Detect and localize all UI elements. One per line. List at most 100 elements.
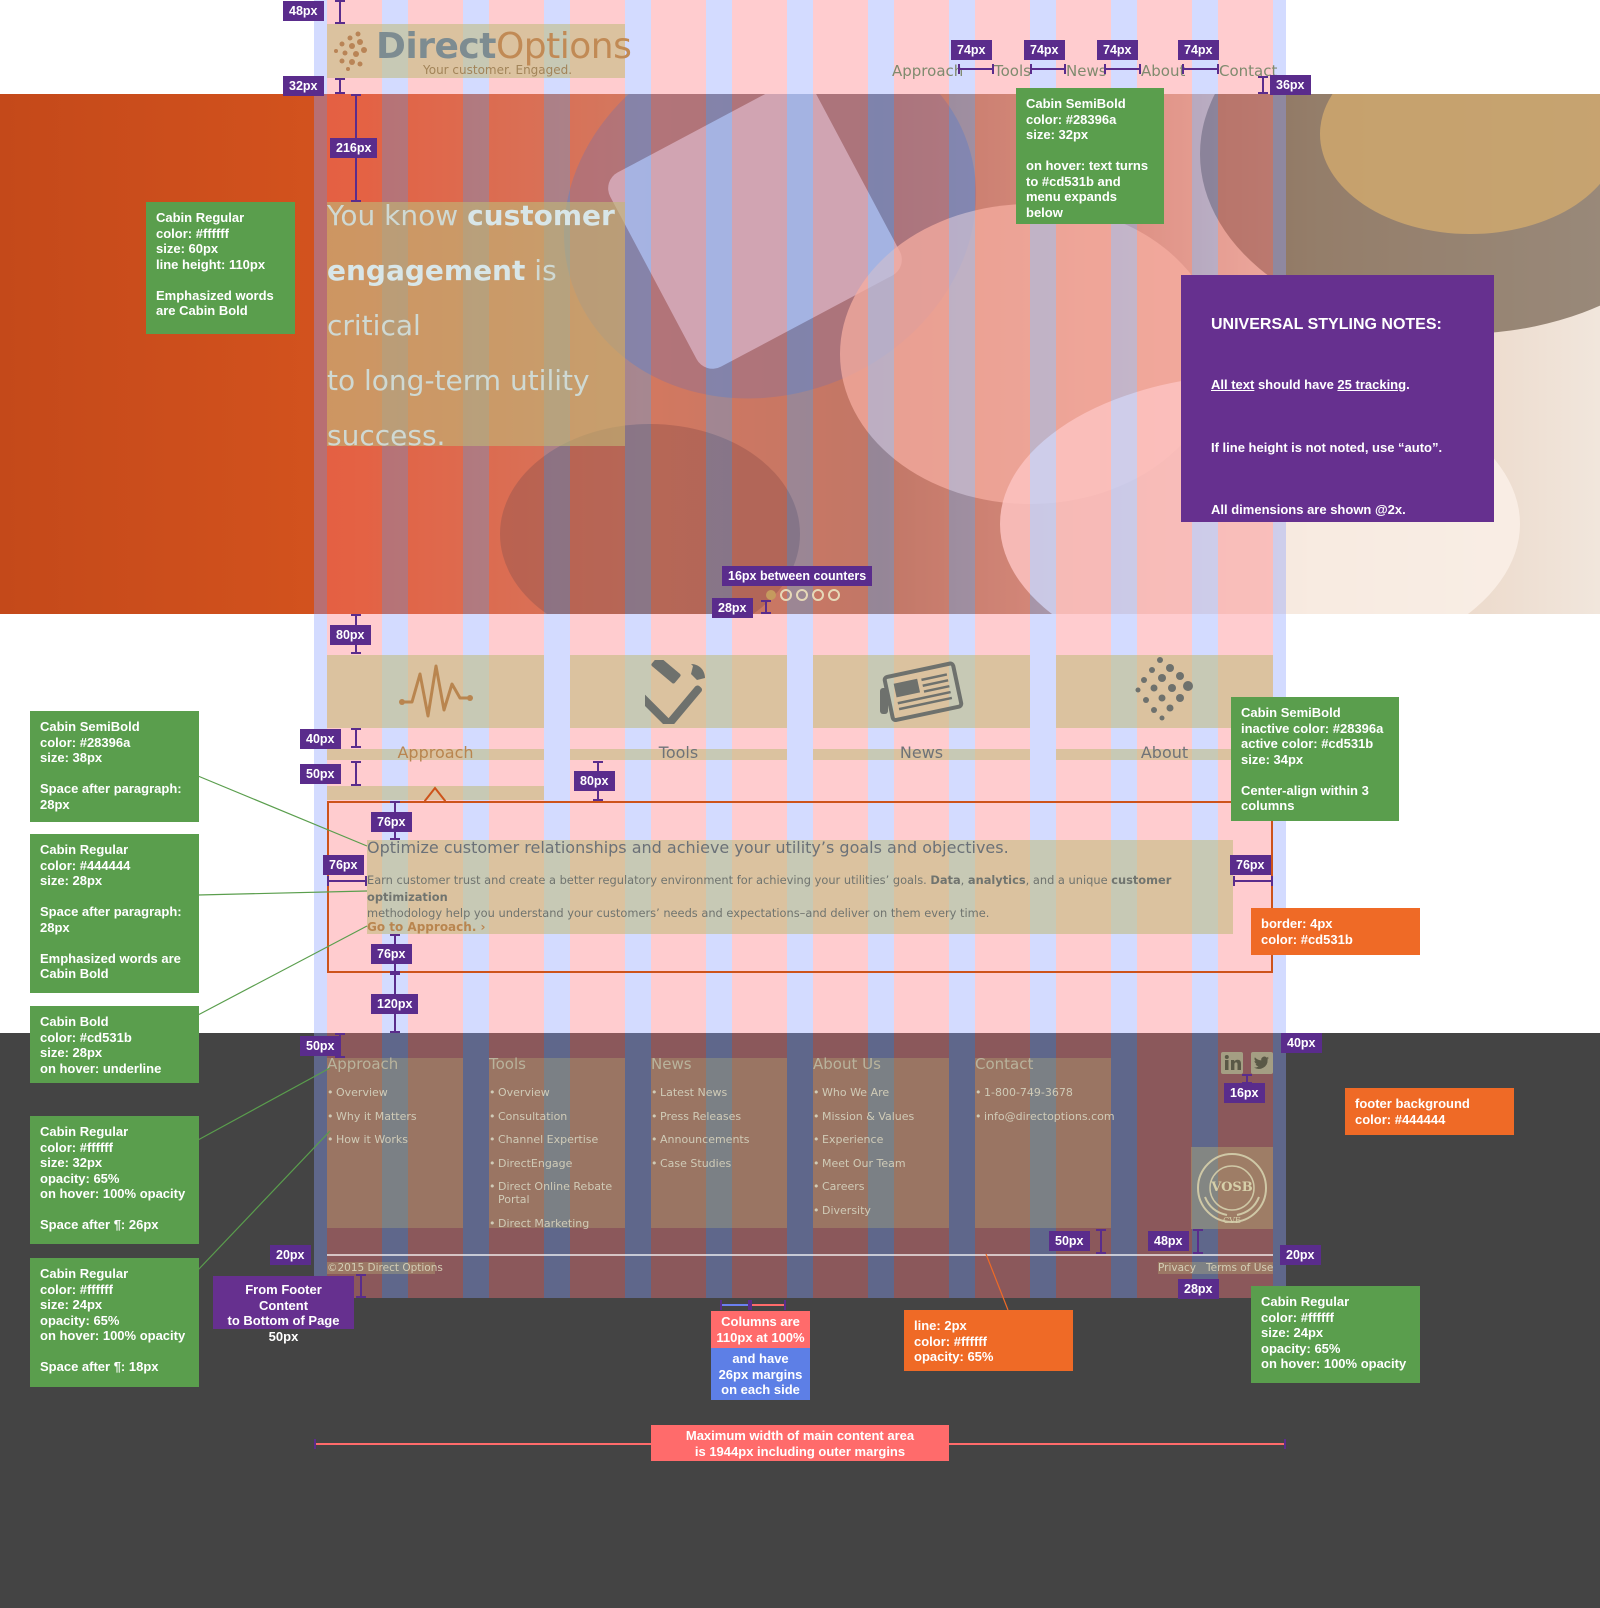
hero-text-box <box>327 202 625 446</box>
card-label-approach[interactable]: Approach <box>397 743 474 762</box>
footer-link[interactable]: Diversity <box>813 1204 949 1217</box>
terms-link[interactable]: Terms of Use <box>1206 1262 1274 1274</box>
annotation-columns-margins: and have 26px margins on each side <box>711 1348 810 1400</box>
linkedin-icon[interactable] <box>1221 1052 1243 1074</box>
footer-link[interactable]: Latest News <box>651 1086 787 1099</box>
note-text: All text <box>1211 377 1255 392</box>
footer-link[interactable]: Consultation <box>489 1110 625 1123</box>
dim-tag: 50px <box>1049 1231 1090 1251</box>
footer-column-title[interactable]: News <box>651 1055 692 1073</box>
active-tab-caret-icon <box>423 786 447 803</box>
active-tab-indicator-bg <box>327 786 544 800</box>
footer-link-list: OverviewWhy it MattersHow it Works <box>327 1086 463 1157</box>
copyright-bg <box>327 1262 435 1274</box>
annotation-max-width: Maximum width of main content area is 19… <box>651 1425 949 1461</box>
dim-tag: 120px <box>371 994 419 1014</box>
footer-link[interactable]: DirectEngage <box>489 1157 625 1170</box>
copyright-text: ©2015 Direct Options <box>327 1262 443 1274</box>
dim-tag: 28px <box>1178 1279 1219 1299</box>
footer-link[interactable]: Announcements <box>651 1133 787 1146</box>
hero-emphasis: customer <box>467 199 615 232</box>
footer-link[interactable]: Press Releases <box>651 1110 787 1123</box>
annotation-footer-bottom: From Footer Content to Bottom of Page 50… <box>213 1276 354 1344</box>
twitter-icon[interactable] <box>1251 1052 1273 1074</box>
annotation-border: border: 4px color: #cd531b <box>1251 908 1420 955</box>
dim-marker <box>1258 76 1268 94</box>
body-emphasis: customer optimization <box>367 873 1172 904</box>
logo-tagline: Your customer. Engaged. <box>423 63 572 77</box>
footer-link[interactable]: Mission & Values <box>813 1110 949 1123</box>
footer-link[interactable]: Why it Matters <box>327 1110 463 1123</box>
footer-link[interactable]: Channel Expertise <box>489 1133 625 1146</box>
footer-link[interactable]: Overview <box>327 1086 463 1099</box>
card-label-tools[interactable]: Tools <box>658 743 699 762</box>
footer-link[interactable]: Careers <box>813 1180 949 1193</box>
annotation-link-font: Cabin Bold color: #cd531b size: 28px on … <box>30 1006 199 1083</box>
dim-tag: 40px <box>300 729 341 749</box>
nav-item-contact[interactable]: Contact <box>1219 62 1278 80</box>
footer-column-title[interactable]: Contact <box>975 1055 1034 1073</box>
dim-marker <box>335 78 345 94</box>
note-text: 25 tracking <box>1337 377 1407 392</box>
annotation-card-font: Cabin SemiBold inactive color: #28396a a… <box>1231 697 1399 821</box>
nav-item-news[interactable]: News <box>1066 62 1107 80</box>
vosb-seal-icon <box>1193 1149 1271 1227</box>
hero-line-2: engagement is critical <box>327 243 627 353</box>
annotation-nav-font: Cabin SemiBold color: #28396a size: 32px… <box>1016 88 1164 224</box>
footer-column-title[interactable]: About Us <box>813 1055 881 1073</box>
dim-tag: 76px <box>1230 855 1271 875</box>
universal-title: UNIVERSAL STYLING NOTES: <box>1211 315 1442 333</box>
footer-link[interactable]: Overview <box>489 1086 625 1099</box>
dim-marker <box>327 876 367 886</box>
privacy-link[interactable]: Privacy <box>1158 1262 1197 1274</box>
card-label-news[interactable]: News <box>899 743 944 762</box>
footer-link[interactable]: 1-800-749-3678 <box>975 1086 1111 1099</box>
dim-tag: 80px <box>330 625 371 645</box>
logo-primary: Direct <box>376 26 496 67</box>
footer-link[interactable]: Who We Are <box>813 1086 949 1099</box>
dim-tag: 20px <box>270 1245 311 1265</box>
dim-tag: 76px <box>371 812 412 832</box>
footer-link[interactable]: Meet Our Team <box>813 1157 949 1170</box>
footer-column-title[interactable]: Approach <box>327 1055 399 1073</box>
pulse-icon <box>398 658 474 726</box>
universal-note-tracking: All text should have 25 tracking. <box>1211 377 1464 393</box>
hero-line-1: You know customer <box>327 188 627 243</box>
footer-link[interactable]: Case Studies <box>651 1157 787 1170</box>
universal-note-dimensions: All dimensions are shown @2x. <box>1211 502 1406 517</box>
annotation-footer-item-font: Cabin Regular color: #ffffff size: 24px … <box>30 1258 199 1387</box>
logo-area[interactable] <box>327 24 625 78</box>
vosb-seal-sub: CVE <box>1223 1216 1241 1225</box>
footer-link[interactable]: Direct Online Rebate Portal <box>489 1180 625 1206</box>
annotation-body-font: Cabin Regular color: #444444 size: 28px … <box>30 834 199 993</box>
nav-item-tools[interactable]: Tools <box>994 62 1031 80</box>
dim-tag: 40px <box>1281 1033 1322 1053</box>
nav-item-about[interactable]: About <box>1141 62 1186 80</box>
card-label-bg <box>813 749 1030 760</box>
footer-link-list: Who We AreMission & ValuesExperienceMeet… <box>813 1086 949 1227</box>
newspaper-icon <box>878 658 966 726</box>
content-panel <box>327 801 1273 973</box>
dim-marker <box>761 600 771 614</box>
dim-marker <box>356 1274 366 1298</box>
dim-tag: 16px <box>1224 1083 1265 1103</box>
dim-marker <box>1193 1229 1203 1254</box>
footer-link[interactable]: info@directoptions.com <box>975 1110 1115 1123</box>
counter-spacing-tag: 16px between counters <box>722 566 873 586</box>
slide-counters[interactable] <box>765 588 840 601</box>
dim-tag: 216px <box>330 138 378 158</box>
footer-link[interactable]: Experience <box>813 1133 949 1146</box>
nav-spacing-tag: 74px <box>1024 40 1065 60</box>
hero-text: is critical <box>327 254 557 342</box>
content-heading: Optimize customer relationships and achi… <box>367 838 1009 857</box>
footer-link[interactable]: Direct Marketing <box>489 1217 625 1230</box>
universal-notes: UNIVERSAL STYLING NOTES: All text should… <box>1181 275 1494 522</box>
go-to-approach-link[interactable]: Go to Approach. › <box>367 920 486 934</box>
body-emphasis: analytics <box>967 873 1026 887</box>
footer-column-title[interactable]: Tools <box>489 1055 526 1073</box>
nav-item-approach[interactable]: Approach <box>892 62 964 80</box>
card-label-about[interactable]: About <box>1140 743 1189 762</box>
footer-link[interactable]: How it Works <box>327 1133 463 1146</box>
note-text: . <box>1406 377 1410 392</box>
content-body: Earn customer trust and create a better … <box>367 872 1233 922</box>
